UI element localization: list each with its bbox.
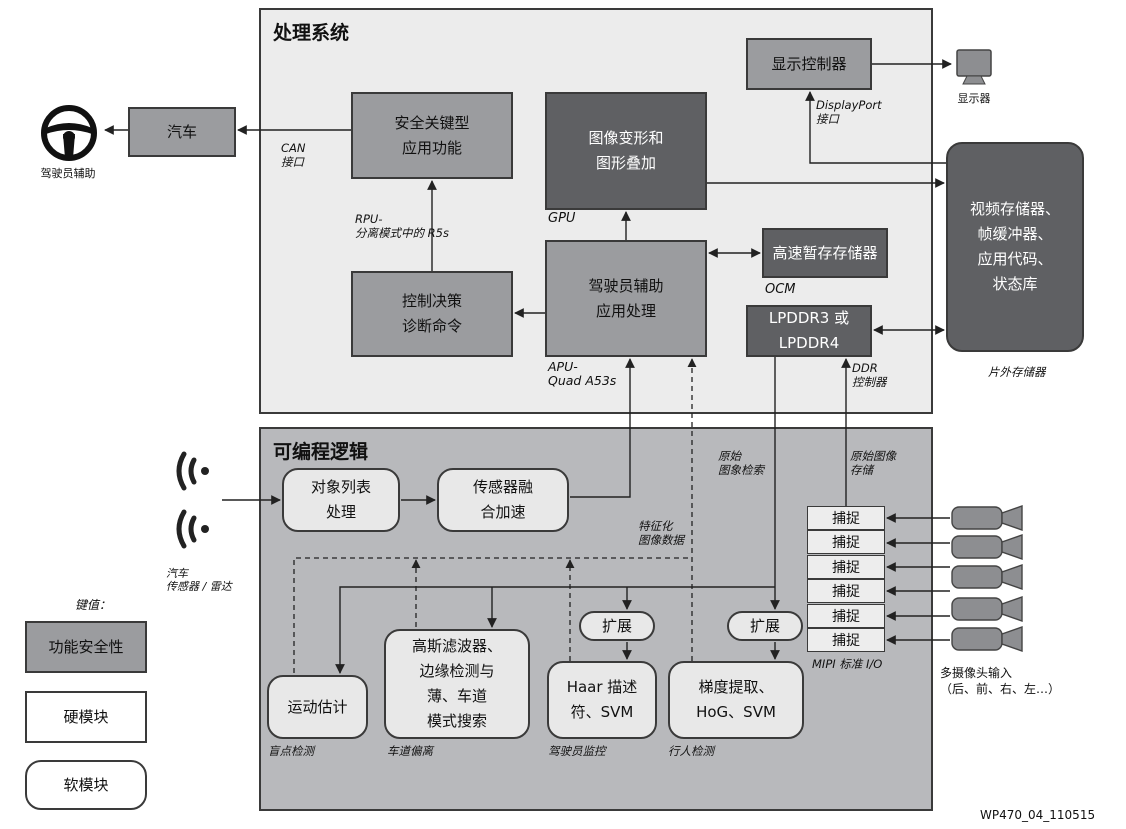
camera-icon [951, 534, 1023, 560]
scratchpad-memory-block: 高速暂存存储器 [762, 228, 888, 278]
capture-cell: 捕捉 [807, 555, 885, 579]
safety-critical-block: 安全关键型 应用功能 [351, 92, 513, 179]
pedestrian-label: 行人检测 [668, 744, 714, 758]
camera-icon [951, 505, 1023, 531]
mipi-label: MIPI 标准 I/O [812, 657, 883, 671]
raw-storage-label: 原始图像 存储 [850, 449, 896, 477]
capture-cell: 捕捉 [807, 506, 885, 530]
steering-wheel-icon [41, 105, 97, 161]
object-list-block: 对象列表 处理 [282, 468, 400, 532]
capture-stack: 捕捉 捕捉 捕捉 捕捉 捕捉 捕捉 [807, 506, 885, 652]
processing-system-title: 处理系统 [273, 22, 350, 44]
driver-assist-processing-block: 驾驶员辅助 应用处理 [545, 240, 707, 357]
camera-icon [951, 626, 1023, 652]
wireless-sensor-icon [176, 451, 209, 549]
feature-data-label: 特征化 图像数据 [638, 519, 684, 547]
capture-cell: 捕捉 [807, 579, 885, 603]
display-controller-block: 显示控制器 [746, 38, 872, 90]
capture-cell: 捕捉 [807, 628, 885, 652]
car-block: 汽车 [128, 107, 236, 157]
can-interface-label: CAN 接口 [281, 141, 306, 169]
image-warp-gpu-block: 图像变形和 图形叠加 [545, 92, 707, 210]
capture-cell: 捕捉 [807, 530, 885, 554]
driver-monitor-label: 驾驶员监控 [548, 744, 606, 758]
hog-svm-block: 梯度提取、 HoG、SVM [668, 661, 804, 739]
lpddr-block: LPDDR3 或 LPDDR4 [746, 305, 872, 357]
lane-departure-label: 车道偏离 [387, 744, 433, 758]
monitor-icon [956, 49, 992, 85]
displayport-interface-label: DisplayPort 接口 [816, 98, 882, 126]
programmable-logic-title: 可编程逻辑 [273, 441, 369, 463]
motion-estimate-block: 运动估计 [267, 675, 368, 739]
expand-block-2: 扩展 [727, 611, 803, 641]
gpu-label: GPU [548, 211, 576, 226]
camera-icon [951, 596, 1023, 622]
control-decision-block: 控制决策 诊断命令 [351, 271, 513, 357]
legend-soft-module: 软模块 [25, 760, 147, 810]
steering-label: 驾驶员辅助 [40, 167, 96, 180]
offchip-memory-label: 片外存储器 [988, 365, 1046, 379]
ocm-label: OCM [765, 282, 796, 297]
offchip-memory-block: 视频存储器、 帧缓冲器、 应用代码、 状态库 [946, 142, 1084, 352]
legend-hard-module: 硬模块 [25, 691, 147, 743]
rpu-label: RPU- 分离模式中的 R5s [355, 212, 449, 240]
legend-title: 键值： [75, 598, 112, 612]
camera-icon [951, 564, 1023, 590]
expand-block-1: 扩展 [579, 611, 655, 641]
ddr-controller-label: DDR 控制器 [852, 361, 887, 389]
car-sensor-label: 汽车 传感器 / 雷达 [166, 567, 232, 593]
camera-input-label: 多摄像头输入 （后、前、右、左…） [940, 666, 1061, 696]
monitor-label: 显示器 [957, 92, 991, 105]
apu-label: APU- Quad A53s [548, 359, 617, 388]
legend-functional-safety: 功能安全性 [25, 621, 147, 673]
figure-id: WP470_04_110515 [980, 808, 1096, 822]
sensor-fusion-block: 传感器融 合加速 [437, 468, 569, 532]
gauss-filter-block: 高斯滤波器、 边缘检测与 薄、车道 模式搜索 [384, 629, 530, 739]
raw-retrieval-label: 原始 图象检索 [718, 449, 764, 477]
blind-spot-label: 盲点检测 [268, 744, 314, 758]
haar-svm-block: Haar 描述 符、SVM [547, 661, 657, 739]
capture-cell: 捕捉 [807, 604, 885, 628]
camera-group [951, 505, 1023, 652]
